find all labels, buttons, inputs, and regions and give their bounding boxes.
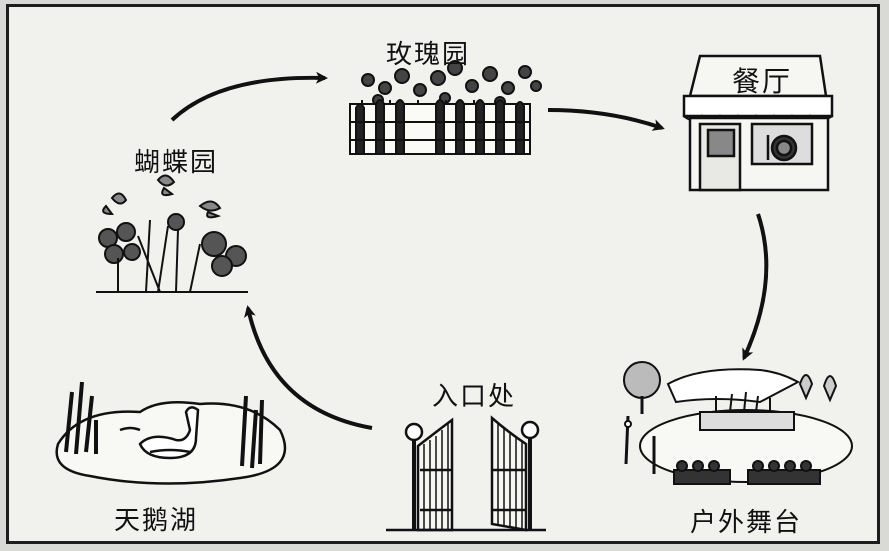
outdoor-stage-illustration xyxy=(623,361,853,485)
entrance-gate-illustration xyxy=(386,415,546,532)
arrow-restaurant-to-stage xyxy=(742,213,769,361)
restaurant-sign: 餐厅 xyxy=(732,65,793,98)
butterfly-garden-illustration xyxy=(96,174,248,293)
restaurant-illustration xyxy=(682,54,834,192)
rose-garden-illustration xyxy=(349,60,542,155)
arrow-rose-to-restaurant xyxy=(547,108,665,131)
label-rose-garden: 玫瑰园 xyxy=(386,40,471,70)
arrow-butterfly-to-rose xyxy=(170,71,328,122)
label-outdoor-stage: 户外舞台 xyxy=(690,508,803,538)
label-entrance: 入口处 xyxy=(432,382,517,412)
label-swan-lake: 天鹅湖 xyxy=(114,506,199,536)
arrow-entrance-to-butterfly xyxy=(244,305,373,430)
swan-lake-illustration xyxy=(55,381,287,485)
label-butterfly-garden: 蝴蝶园 xyxy=(134,148,219,178)
